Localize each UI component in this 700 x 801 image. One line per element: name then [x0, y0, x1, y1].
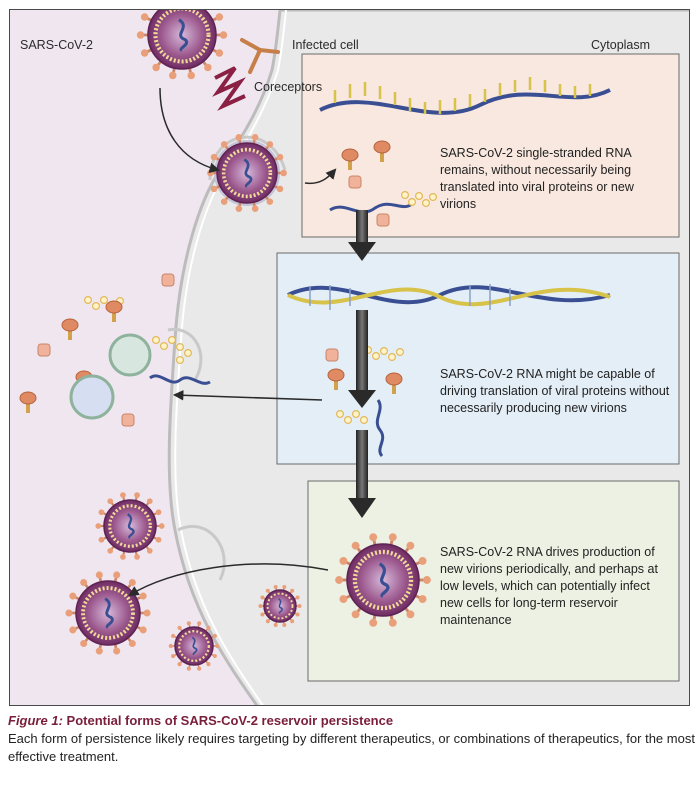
caption-body: Each form of persistence likely requires…: [8, 731, 695, 764]
figure-caption: Figure 1: Potential forms of SARS-CoV-2 …: [8, 713, 698, 766]
down-arrow-2: [348, 310, 376, 408]
panel-2-text: SARS-CoV-2 RNA might be capable of drivi…: [440, 367, 670, 415]
protein-subunit: [376, 213, 390, 227]
virion-budding: [258, 584, 302, 628]
spike-protein: [341, 148, 359, 170]
down-arrow-1: [348, 210, 376, 261]
panel-1-rna: [319, 77, 611, 115]
arrow-entry: [159, 87, 221, 173]
protein-subunit: [161, 273, 175, 287]
virion-endosome: [207, 134, 287, 212]
protein-subunit: [121, 413, 135, 427]
short-rna-3: [375, 399, 385, 457]
protein-chain: [401, 191, 438, 208]
reservoir-diagram: SARS-CoV-2 Infected cell Cytoplasm Corec…: [9, 9, 690, 706]
spike-protein: [19, 391, 37, 413]
arrow-virion-release: [128, 563, 329, 597]
protein-chain: [152, 336, 193, 365]
down-arrow-3: [348, 430, 376, 518]
label-coreceptors: Coreceptors: [254, 80, 323, 94]
spike-protein: [373, 140, 391, 162]
protein-subunit: [348, 175, 362, 189]
spike-protein: [385, 372, 403, 394]
virion-released-1: [95, 492, 165, 560]
vesicle-2: [69, 374, 115, 420]
exocytic-bump-2: [177, 524, 226, 581]
spike-protein: [327, 368, 345, 390]
coreceptor-zigzag: [212, 66, 246, 111]
label-infected-cell: Infected cell: [292, 38, 359, 52]
protein-subunit: [37, 343, 51, 357]
virion-released-3: [168, 621, 220, 671]
spike-protein: [61, 318, 79, 340]
vesicle-1: [108, 333, 152, 377]
figure-label: Figure 1:: [8, 713, 63, 728]
caption-title-text: Potential forms of SARS-CoV-2 reservoir …: [66, 713, 394, 728]
coreceptor-y: [240, 38, 280, 74]
arrow-to-rna: [304, 168, 337, 185]
spike-protein: [105, 300, 123, 322]
panel-2-dsrna: [287, 284, 611, 310]
short-rna-2: [149, 374, 211, 385]
protein-chain: [336, 410, 369, 425]
label-cytoplasm: Cytoplasm: [591, 38, 651, 52]
short-rna-1: [329, 202, 413, 214]
caption-title: Figure 1: Potential forms of SARS-CoV-2 …: [8, 713, 698, 728]
protein-subunit: [325, 348, 339, 362]
virion-incoming: [136, 10, 228, 80]
cell-membrane-inner: [174, 10, 287, 705]
panel-1-text: SARS-CoV-2 single-stranded RNA remains, …: [440, 146, 634, 211]
arrow-protein-export: [172, 390, 323, 401]
diagram-canvas: [19, 10, 689, 705]
panel-3-text: SARS-CoV-2 RNA drives production of new …: [440, 545, 658, 627]
virion-new: [335, 533, 431, 627]
label-virus: SARS-CoV-2: [20, 38, 93, 52]
exocytic-bump-1: [167, 328, 203, 381]
virion-released-2: [65, 571, 151, 655]
